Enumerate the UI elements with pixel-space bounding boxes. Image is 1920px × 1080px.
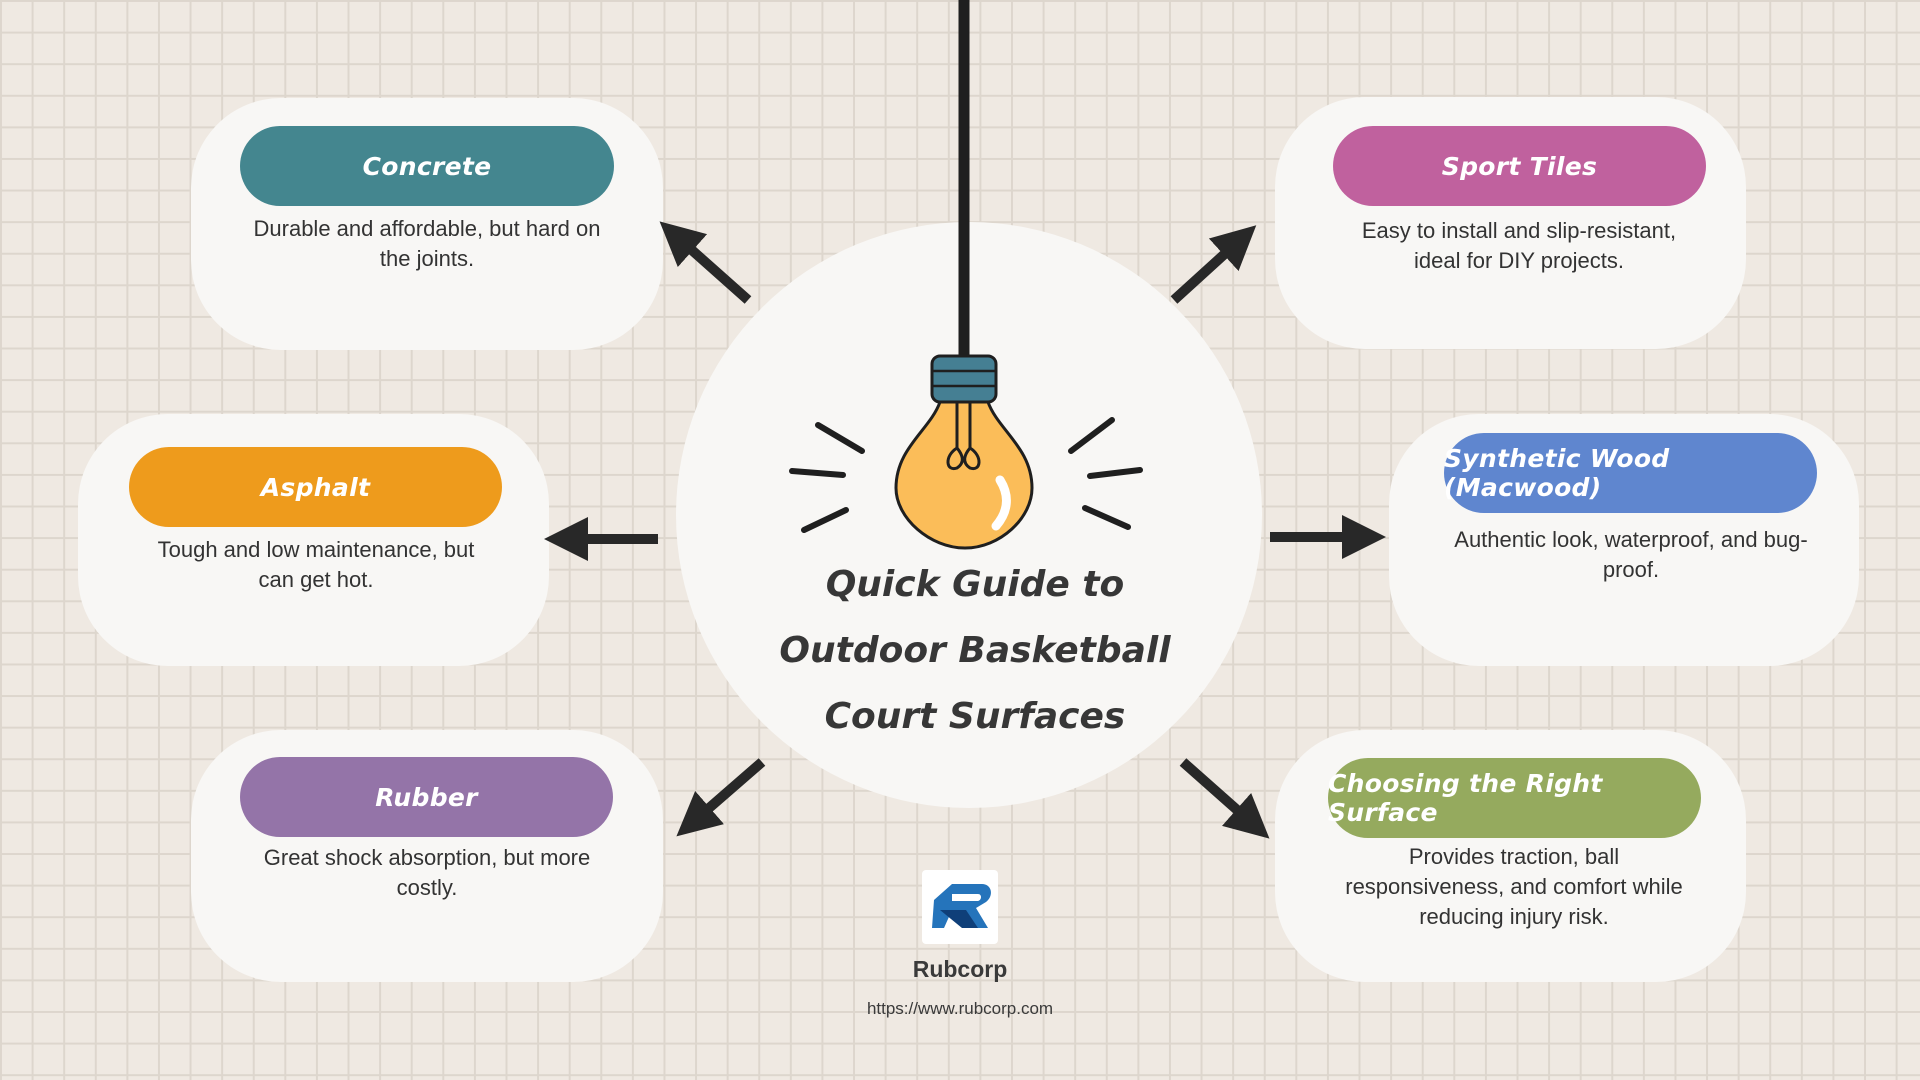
surface-description-asphalt: Tough and low maintenance, but can get h…: [157, 537, 475, 592]
surface-label-concrete: Concrete: [240, 126, 614, 206]
surface-label-asphalt: Asphalt: [129, 447, 502, 527]
surface-label-rubber: Rubber: [240, 757, 613, 837]
surface-label-synthetic-wood: Synthetic Wood (Macwood): [1444, 433, 1817, 513]
brand-url[interactable]: https://www.rubcorp.com: [866, 999, 1054, 1018]
rubcorp-logo-icon: [922, 870, 998, 944]
arrow-icon-choosing: [1179, 758, 1270, 839]
surface-label-choosing: Choosing the Right Surface: [1328, 758, 1701, 838]
surface-description-concrete: Durable and affordable, but hard on the …: [253, 216, 601, 271]
surface-description-synthetic-wood: Authentic look, waterproof, and bug-proo…: [1454, 527, 1808, 582]
arrow-icon-concrete: [659, 221, 752, 304]
arrow-icon-sport-tiles: [1170, 225, 1257, 304]
surface-description-sport-tiles: Easy to install and slip-resistant, idea…: [1361, 218, 1677, 273]
arrow-icon-rubber: [676, 758, 766, 837]
light-bulb-icon: [789, 0, 1143, 550]
surface-description-rubber: Great shock absorption, but more costly.: [263, 845, 591, 900]
diagram-title: Quick Guide to Outdoor Basketball Court …: [779, 564, 1171, 737]
surface-label-sport-tiles: Sport Tiles: [1333, 126, 1706, 206]
brand-name: Rubcorp: [912, 956, 1008, 982]
surface-description-choosing: Provides traction, ball responsiveness, …: [1345, 844, 1683, 929]
